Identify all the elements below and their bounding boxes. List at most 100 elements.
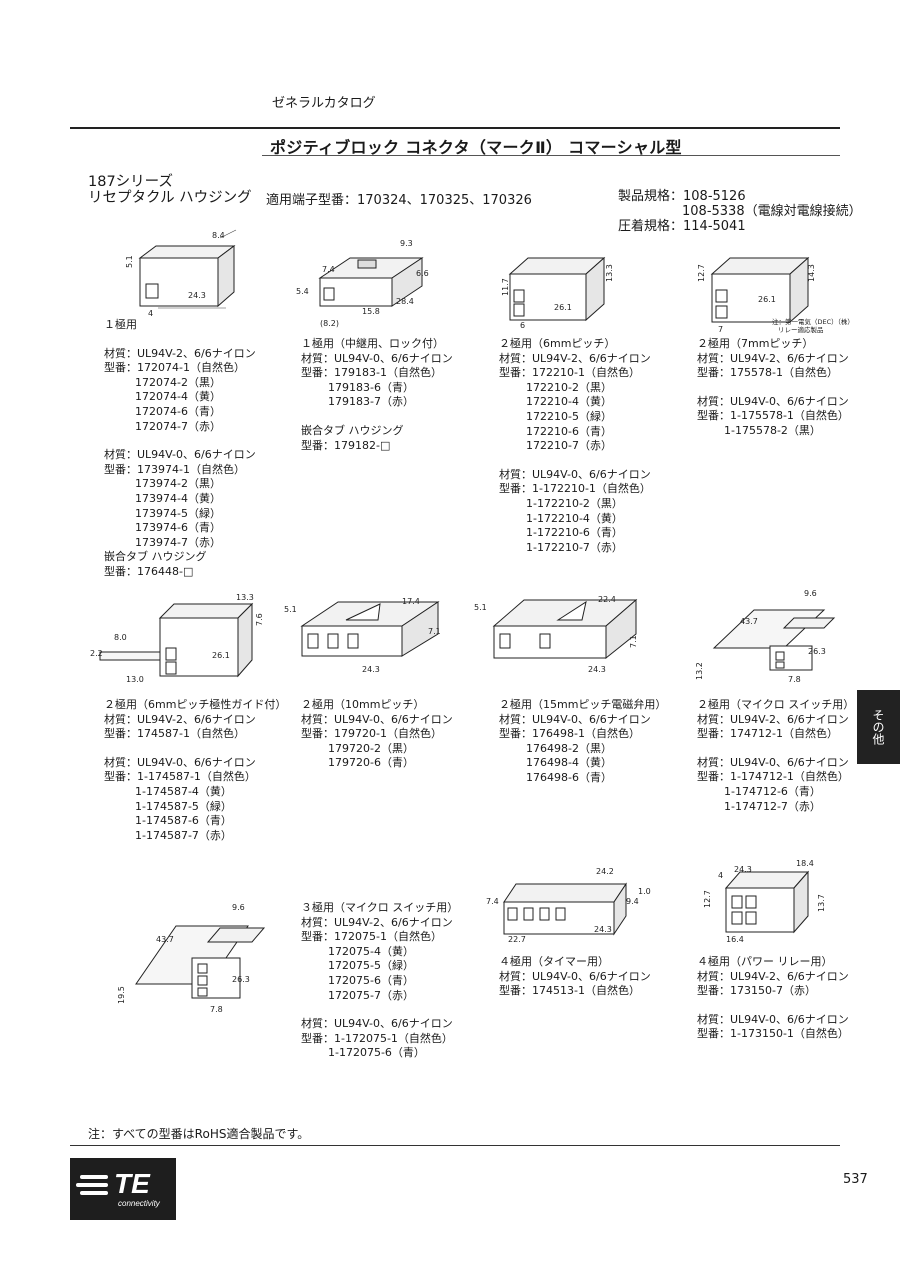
spec-line: 材質：UL94V-0、6/6ナイロン [697, 1012, 849, 1026]
spec-line: 179720-6（青） [328, 756, 414, 770]
dim-label: 5.1 [125, 255, 134, 268]
page-title: ポジティブロック コネクタ（マークⅡ） コマーシャル型 [270, 138, 682, 157]
spec-line: 嵌合タブ ハウジング [301, 423, 404, 437]
spec-line: 172074-6（青） [135, 404, 221, 418]
dim-label: 17.4 [402, 597, 420, 606]
spec-line: 型番：174712-1（自然色） [697, 727, 838, 741]
spec-line: 型番：172074-1（自然色） [104, 361, 245, 375]
spec-line: 材質：UL94V-0、6/6ナイロン [697, 755, 849, 769]
drawing-2pole-micro: 9.6 43.7 13.2 26.3 7.8 [684, 588, 854, 688]
spec-line: 172075-6（青） [328, 973, 414, 987]
spec-line: 1-172210-7（赤） [526, 540, 623, 554]
logo-text: TE [114, 1168, 150, 1199]
spec-line: 材質：UL94V-0、6/6ナイロン [301, 351, 453, 365]
spec-line: 108-5338（電線対電線接続） [682, 204, 862, 219]
spec-line: 1-174587-5（緑） [135, 799, 232, 813]
drawing-2pole-6mm: 11.7 13.3 26.1 6 [490, 240, 620, 335]
spec-line: 型番：172210-1（自然色） [499, 366, 640, 380]
spec-line: 材質：UL94V-2、6/6ナイロン [697, 351, 849, 365]
spec-line: 材質：UL94V-0、6/6ナイロン [104, 755, 256, 769]
section-tab-other[interactable]: その他 [857, 690, 900, 764]
drawing-2pole-15mm: 5.1 22.4 7.1 24.3 [470, 588, 650, 688]
dim-label: 13.3 [236, 593, 254, 602]
spec-line: 材質：UL94V-2、6/6ナイロン [301, 915, 453, 929]
spec-line: 材質：UL94V-2、6/6ナイロン [499, 351, 651, 365]
spec-line: 172074-2（黒） [135, 375, 221, 389]
spec-line: 173974-7（赤） [135, 535, 221, 549]
spec-line: 1-172210-6（青） [526, 526, 623, 540]
dim-label: 18.4 [796, 859, 814, 868]
series-heading: 187シリーズ リセプタクル ハウジング [88, 174, 252, 206]
dim-label: 6 [520, 321, 525, 330]
product-title: ２極用（6mmピッチ） [499, 337, 616, 350]
spec-line: 圧着規格：114-5041 [618, 219, 746, 234]
spec-line: 材質：UL94V-2、6/6ナイロン [697, 712, 849, 726]
product-block-2pole-10mm: ２極用（10mmピッチ） 材質：UL94V-0、6/6ナイロン 型番：17972… [301, 698, 453, 771]
dim-label: 7 [718, 325, 723, 334]
rohs-note: 注：すべての型番はRoHS適合製品です。 [88, 1127, 310, 1141]
spec-line: 材質：UL94V-2、6/6ナイロン [104, 712, 256, 726]
dim-label: 2.2 [90, 649, 103, 658]
spec-line: 型番：175578-1（自然色） [697, 366, 838, 380]
spec-line: 176498-6（青） [526, 770, 612, 784]
spec-line: 嵌合タブ ハウジング [104, 550, 207, 564]
product-title: ４極用（タイマー用） [499, 955, 609, 968]
dim-label: 22.4 [598, 595, 616, 604]
spec-line: 173974-5（緑） [135, 506, 221, 520]
applicable-terminals: 適用端子型番：170324、170325、170326 [266, 193, 532, 208]
dim-label: 4 [148, 309, 153, 318]
spec-line: 172210-5（緑） [526, 409, 612, 423]
catalog-label: ゼネラルカタログ [272, 96, 376, 111]
dim-label: 28.4 [396, 297, 414, 306]
product-block-2pole-15mm: ２極用（15mmピッチ電磁弁用） 材質：UL94V-0、6/6ナイロン 型番：1… [499, 698, 666, 786]
drawing-2pole-7mm: 12.7 14.3 26.1 7 注：第一電気（DEC）（株） リレー適応製品 [690, 240, 854, 340]
dim-label: 26.1 [212, 651, 230, 660]
logo-bar [76, 1183, 108, 1187]
dim-label: 5.1 [474, 603, 487, 612]
spec-line: 型番：179183-1（自然色） [301, 366, 442, 380]
product-title: ２極用（7mmピッチ） [697, 337, 814, 350]
spec-line: 材質：UL94V-0、6/6ナイロン [499, 467, 651, 481]
dim-label: 13.0 [126, 675, 144, 684]
dim-label: 26.3 [232, 975, 250, 984]
spec-line: 型番：1-174587-1（自然色） [104, 770, 256, 784]
spec-line: 179183-7（赤） [328, 395, 414, 409]
product-block-2pole-6mm: ２極用（6mmピッチ） 材質：UL94V-2、6/6ナイロン 型番：172210… [499, 337, 651, 555]
product-block-1pole: １極用 材質：UL94V-2、6/6ナイロン 型番：172074-1（自然色） … [104, 318, 256, 580]
dim-label: 26.1 [758, 295, 776, 304]
dim-label: 24.3 [734, 865, 752, 874]
dim-label: 5.1 [284, 605, 297, 614]
spec-line: 172075-7（赤） [328, 988, 414, 1002]
spec-line: 172074-7（赤） [135, 419, 221, 433]
product-title: ２極用（10mmピッチ） [301, 698, 425, 711]
dim-label: 1.0 [638, 887, 651, 896]
spec-line: 型番：179182-□ [301, 438, 391, 452]
dim-label: 11.7 [501, 278, 510, 296]
relay-note: リレー適応製品 [778, 325, 824, 334]
drawing-2pole-guide: 13.3 7.6 8.0 2.2 26.1 13.0 [90, 590, 270, 695]
drawing-4pole-timer: 24.2 1.0 7.4 9.4 22.7 24.3 [484, 860, 654, 950]
dim-label: 13.7 [817, 894, 826, 912]
dim-label: 24.3 [588, 665, 606, 674]
spec-line: 172074-4（黄） [135, 390, 221, 404]
spec-line: 172075-5（緑） [328, 959, 414, 973]
dim-label: 7.8 [788, 675, 801, 684]
dim-label: 24.3 [362, 665, 380, 674]
dim-label: 9.4 [626, 897, 639, 906]
spec-line: 179183-6（青） [328, 380, 414, 394]
dim-label: 6.6 [416, 269, 429, 278]
spec-line: 1-172210-4（黄） [526, 511, 623, 525]
spec-line: 1-174712-6（青） [724, 784, 821, 798]
spec-line: 型番：1-173150-1（自然色） [697, 1027, 849, 1041]
dim-label: 7.4 [486, 897, 499, 906]
spec-line: 172210-7（赤） [526, 439, 612, 453]
spec-line: 型番：1-174712-1（自然色） [697, 770, 849, 784]
spec-line: 176498-2（黒） [526, 741, 612, 755]
dim-label: 43.7 [156, 935, 174, 944]
spec-line: 型番：174587-1（自然色） [104, 727, 245, 741]
dim-label: 9.3 [400, 239, 413, 248]
spec-line: 型番：1-175578-1（自然色） [697, 409, 849, 423]
dim-label: 13.2 [695, 662, 704, 680]
dim-label: (8.2) [320, 319, 339, 328]
spec-line: 製品規格：108-5126 [618, 189, 746, 204]
